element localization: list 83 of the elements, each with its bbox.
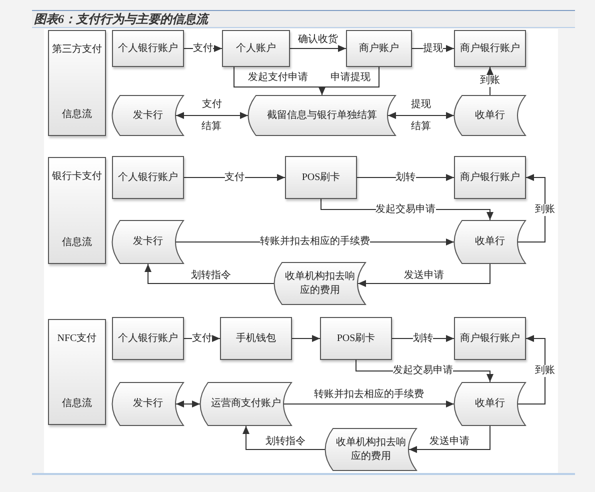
flow-note: 结算: [202, 121, 222, 133]
edge-label: 转账并扣去相应的手续费: [314, 389, 424, 401]
edge-label: 支付: [193, 42, 213, 54]
node-label: 截留信息与银行单独结算: [267, 108, 377, 122]
arrow: [144, 264, 274, 284]
node-label: 发卡行: [133, 235, 163, 249]
edge-label: 发送申请: [430, 436, 470, 448]
node-label: 商户银行账户: [460, 42, 520, 56]
section-label: NFC支付: [57, 332, 97, 346]
edge-label: 划转: [413, 332, 433, 344]
node-label: 手机钱包: [236, 332, 276, 346]
arrow: [358, 264, 490, 287]
section-label: 信息流: [62, 108, 92, 121]
edge-label: 发起交易申请: [376, 204, 436, 216]
edge-label: 到账: [535, 365, 555, 378]
arrow: [518, 174, 546, 242]
section-label: 信息流: [62, 236, 92, 249]
double-arrow: [388, 112, 454, 119]
section-label: 第三方支付: [52, 43, 102, 56]
tape-shape: [274, 262, 366, 305]
node-label: 个人银行账户: [118, 332, 178, 346]
arrow: [284, 400, 454, 408]
node-label: 收单机构扣去响应的费用: [336, 436, 406, 463]
node-label: 商户银行账户: [460, 170, 520, 184]
node-label: 个人账户: [236, 42, 276, 56]
arrow: [184, 174, 286, 181]
arrow: [292, 335, 320, 342]
process-box: [454, 317, 526, 360]
flow-note: 结算: [411, 121, 431, 133]
arrow: [290, 45, 346, 52]
section-box: [48, 319, 106, 425]
process-box: [454, 30, 526, 67]
section-label: 银行卡支付: [52, 170, 102, 184]
process-box: [320, 317, 392, 360]
double-arrow: [176, 112, 248, 119]
process-box: [112, 317, 184, 360]
node-label: 商户银行账户: [460, 332, 520, 346]
edge-label: 到账: [480, 75, 500, 87]
edge-label: 划转指令: [191, 270, 231, 282]
arrow: [408, 426, 490, 453]
edge-label: 确认收货: [298, 34, 338, 46]
edge-label: 提现: [423, 42, 443, 54]
process-box: [285, 156, 357, 199]
edge-label: 到账: [535, 204, 555, 216]
section-box: [48, 30, 106, 136]
edge-label: 转账并扣去相应的手续费: [260, 236, 370, 248]
node-label: 发卡行: [133, 397, 163, 411]
node-label: 收单行: [475, 397, 505, 411]
process-box: [112, 156, 184, 199]
edge-label: 发起交易申请: [393, 365, 453, 377]
tape-shape: [248, 95, 396, 136]
tape-shape: [325, 428, 417, 471]
process-box: [220, 317, 292, 360]
node-label: 收单行: [475, 235, 505, 249]
node-label: 运营商支付账户: [211, 397, 281, 411]
double-arrow: [176, 400, 200, 408]
process-box: [454, 156, 526, 199]
arrow: [486, 66, 494, 96]
node-label: 个人银行账户: [118, 170, 178, 184]
arrow: [242, 426, 326, 450]
section-label: 信息流: [62, 396, 92, 410]
edge-label: 提现: [411, 98, 431, 110]
node-label: POS刷卡: [302, 170, 340, 184]
node-label: 商户账户: [359, 42, 399, 56]
edge-label: 申请提现: [330, 72, 370, 84]
edge-label: 发送申请: [404, 270, 444, 282]
process-box: [222, 30, 290, 67]
tape-shape: [200, 382, 292, 426]
node-label: POS刷卡: [336, 332, 376, 346]
node-label: 收单行: [475, 108, 505, 122]
edge-label: 支付: [202, 98, 222, 110]
node-label: 个人银行账户: [118, 42, 178, 56]
edge-label: 划转指令: [266, 436, 306, 448]
process-box: [112, 30, 184, 67]
edge-label: 发起支付申请: [248, 72, 308, 84]
node-label: 收单机构扣去响应的费用: [285, 270, 355, 297]
section-box: [48, 157, 106, 264]
figure-title: 图表6：支付行为与主要的信息流: [34, 11, 208, 27]
process-box: [346, 30, 412, 67]
edge-label: 支付: [192, 332, 212, 344]
node-label: 发卡行: [133, 108, 163, 122]
arrow: [518, 335, 546, 404]
arrow: [318, 66, 380, 96]
